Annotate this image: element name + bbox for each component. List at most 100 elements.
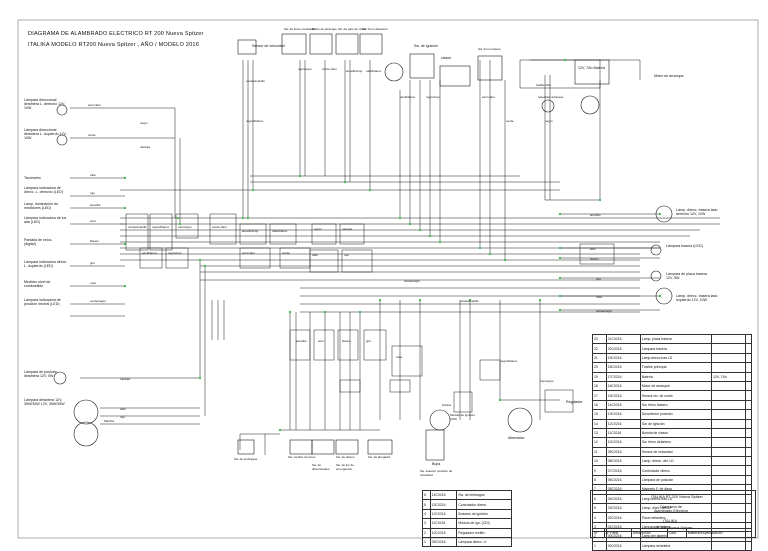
parts-cell-empty (744, 390, 753, 401)
junction-dot (123, 284, 127, 288)
label-sw-embrague: Sw. de embrague (234, 457, 258, 461)
wire-color-label: rojo (344, 253, 350, 257)
connector-blocks (125, 59, 615, 413)
parts-cell: Lamp. placa trasera (639, 333, 713, 345)
label-sw-ahogador: Sw. de ahogador (368, 455, 391, 459)
junction-dot (658, 294, 662, 298)
junction-dot (563, 58, 567, 62)
parts-cell: Sensor de velocidad (639, 446, 713, 458)
parts-cell: Bomba de claxon (639, 427, 713, 439)
wire-color-label: verde/amarillo (246, 79, 265, 83)
junction-dot (418, 228, 422, 232)
junction-dot (478, 246, 482, 250)
label-tacometro: Tacómetro (24, 176, 41, 180)
wire-color-label: negro (545, 119, 553, 123)
junction-dot (438, 240, 442, 244)
lower-parts-cell: 4 (422, 508, 431, 520)
label-ind-dir-der: Lámpara indicadora de direcc. L. derecho… (24, 186, 63, 195)
parts-cell: 21C0216 (605, 333, 641, 345)
sheet-border (17, 19, 759, 539)
label-bujia: Bujía (432, 462, 441, 466)
parts-cell: 20 (592, 362, 607, 373)
wire-color-label: rojo/negro (178, 225, 192, 229)
junction-dot (558, 212, 562, 216)
label-lamp-placa: Lámpara de placa trasera 12V, 5W (666, 272, 707, 281)
component-symbols (53, 33, 673, 461)
label-sw-luz-emergencia: Sw. de luz de emergencia (336, 463, 354, 471)
parts-cell (711, 427, 746, 439)
parts-cell: Sw.selector posición (639, 409, 713, 420)
parts-cell (711, 343, 746, 354)
parts-cell-empty (744, 418, 753, 429)
wire-color-label: verde/amarillo (128, 225, 147, 229)
lower-parts-cell: 09C0216 (429, 536, 458, 548)
wire-color-label: azul (590, 247, 596, 251)
parts-cell: 17 (592, 390, 607, 401)
wire-color-label: verde (282, 251, 290, 255)
parts-cell (711, 399, 746, 411)
wire-color-label: negro/blanco (152, 225, 170, 229)
parts-cell-empty (744, 437, 753, 448)
wire-color-label: verde/amarillo (460, 299, 479, 303)
wire-color-label: blanco (342, 339, 351, 343)
junction-dot (178, 222, 182, 226)
parts-cell (711, 474, 746, 486)
parts-cell: 21 (592, 352, 607, 364)
label-sw-ignicion: Sw. de ignición (414, 44, 438, 48)
wire-color-label: blanco (90, 239, 99, 243)
parts-cell: 19 (592, 371, 607, 382)
parts-cell: 13C0216 (605, 409, 641, 420)
parts-cell-empty (744, 409, 753, 420)
wire-color-label: azul claro (482, 95, 495, 99)
junction-dot (558, 256, 562, 260)
junction-dots (123, 58, 662, 432)
parts-cell: Batería (639, 371, 713, 382)
label-lamp-posicion: Lámpara de posición delantera 12V, 5W (24, 370, 58, 379)
junction-dot (246, 216, 250, 220)
parts-cell (711, 390, 746, 401)
parts-cell: 15 (592, 409, 607, 420)
parts-cell-empty (744, 380, 753, 392)
label-pantalla-velocidad: Pantalla de veloc. (digital) (24, 238, 53, 247)
wire-color-label: naranja (140, 145, 151, 149)
junction-dot (203, 264, 207, 268)
junction-dot (298, 174, 302, 178)
wire-color-label: verde claro (322, 67, 337, 71)
junction-dot (176, 216, 180, 220)
wire-color-label: rojo/negro (298, 67, 312, 71)
parts-cell-empty (744, 474, 753, 486)
label-motor-arranque: Motor de arranque (654, 74, 684, 78)
lower-parts-cell: 10C0216 (429, 527, 458, 538)
wire-color-label: gris (596, 277, 601, 281)
wire-color-label: azul (90, 219, 96, 223)
parts-cell: 07C0216 (605, 465, 641, 476)
junction-dot (558, 308, 562, 312)
parts-cell (711, 409, 746, 420)
parts-cell: 12 (592, 437, 607, 448)
parts-cell: 12C0216 (605, 418, 641, 429)
junction-dot (558, 246, 562, 250)
label-bateria: 12V, 7Ah Batería (578, 66, 606, 70)
wire-color-label: negro (140, 121, 148, 125)
parts-cell: 16 (592, 399, 607, 411)
label-alternador: Alternador (508, 436, 525, 440)
parts-cell: 06C0216 (605, 474, 641, 486)
junction-dot (123, 242, 127, 246)
wire-color-label: rosa (90, 281, 96, 285)
wire-color-label: negro/rojo (168, 251, 182, 255)
wire-color-label: amarillo/rojo (242, 229, 259, 233)
title-block-model: RT 200 Nueva Spitzer (655, 526, 693, 530)
parts-cell: 18C0216 (605, 362, 641, 373)
parts-cell (711, 446, 746, 458)
wire-color-label: amarillo (590, 213, 601, 217)
